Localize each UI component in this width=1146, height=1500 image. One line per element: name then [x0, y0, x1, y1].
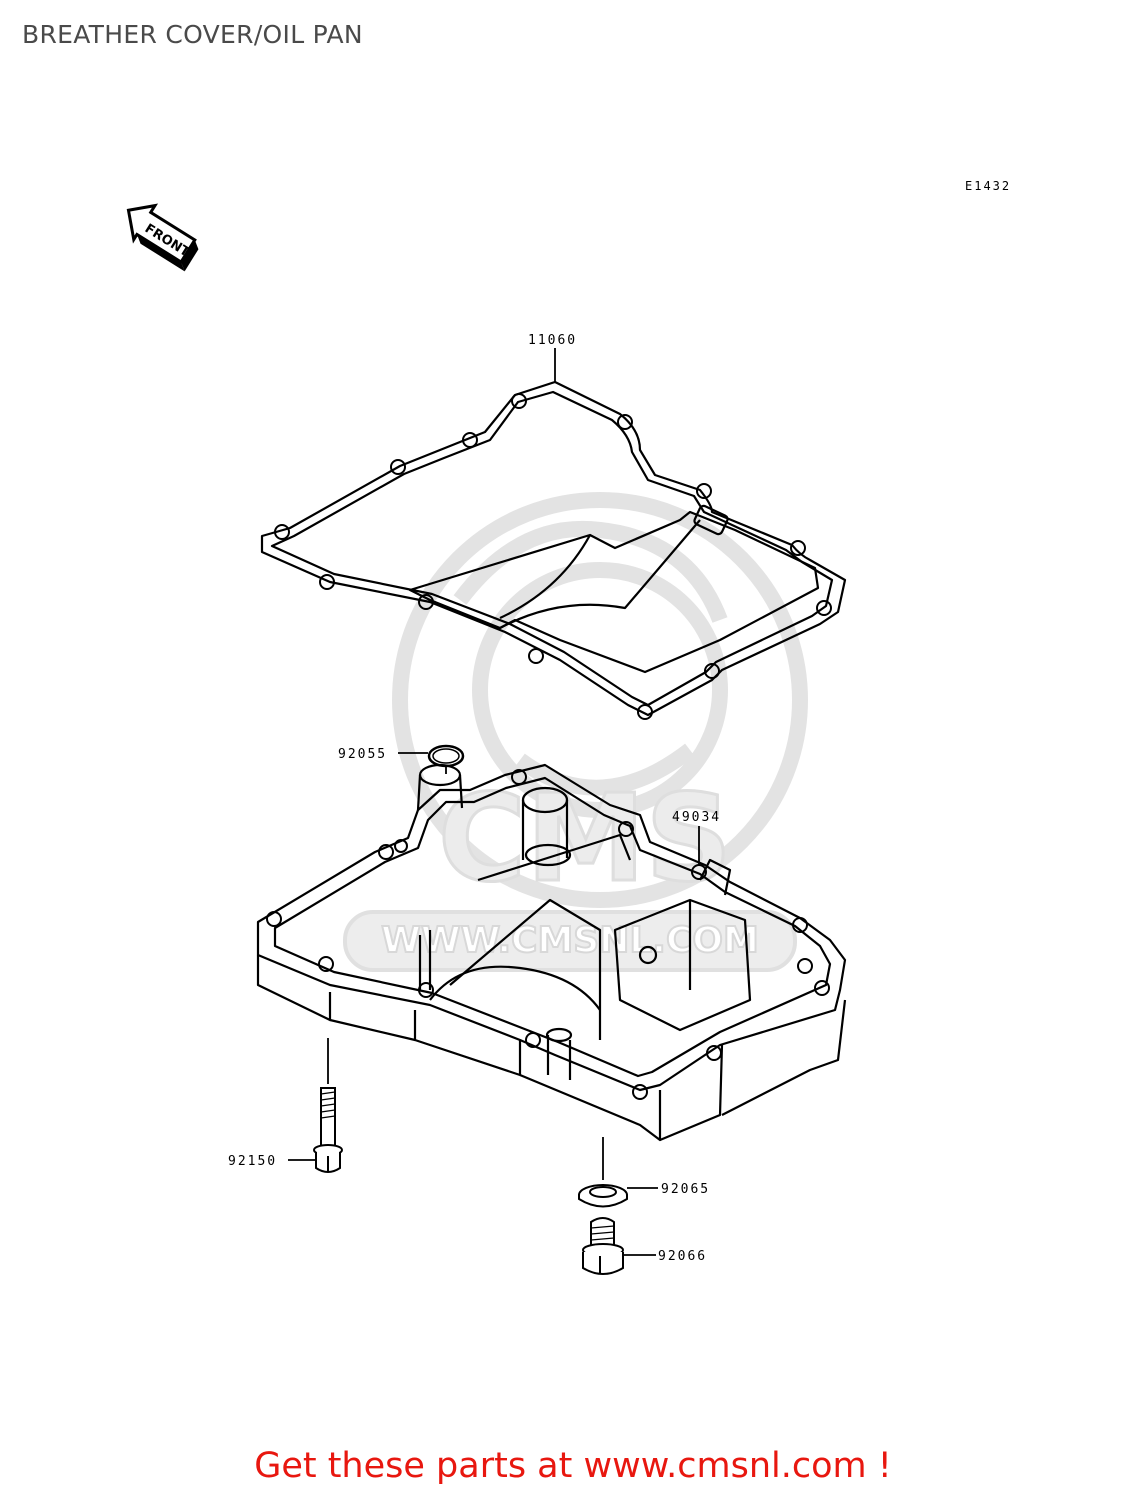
part-label-92066[interactable]: 92066: [658, 1249, 707, 1264]
part-label-11060[interactable]: 11060: [528, 333, 577, 348]
front-arrow-icon: FRONT: [126, 203, 199, 272]
part-number-labels: 11060 92055 49034 92150 92065 92066: [228, 333, 721, 1264]
part-label-92065[interactable]: 92065: [661, 1182, 710, 1197]
page-title: BREATHER COVER/OIL PAN: [22, 20, 363, 49]
watermark-logo-text: CMS: [438, 770, 732, 909]
reference-code: E1432: [965, 179, 1011, 193]
bolt-92150[interactable]: [313, 1087, 343, 1173]
part-label-92055[interactable]: 92055: [338, 747, 387, 762]
o-ring-92055[interactable]: [427, 744, 465, 768]
washer-92065[interactable]: [578, 1184, 628, 1208]
watermark-logo-circle: [392, 492, 808, 908]
watermark-url-text: WWW.CMSNL.COM: [381, 920, 759, 961]
oil-pan-49034[interactable]: [256, 763, 847, 1142]
part-label-92150[interactable]: 92150: [228, 1154, 277, 1169]
drain-plug-92066[interactable]: [582, 1217, 624, 1275]
part-label-49034[interactable]: 49034: [672, 810, 721, 825]
promo-link[interactable]: Get these parts at www.cmsnl.com !: [254, 1446, 892, 1486]
leader-lines: [288, 348, 700, 1256]
watermark: [392, 492, 808, 908]
gasket-11060[interactable]: [260, 380, 847, 720]
